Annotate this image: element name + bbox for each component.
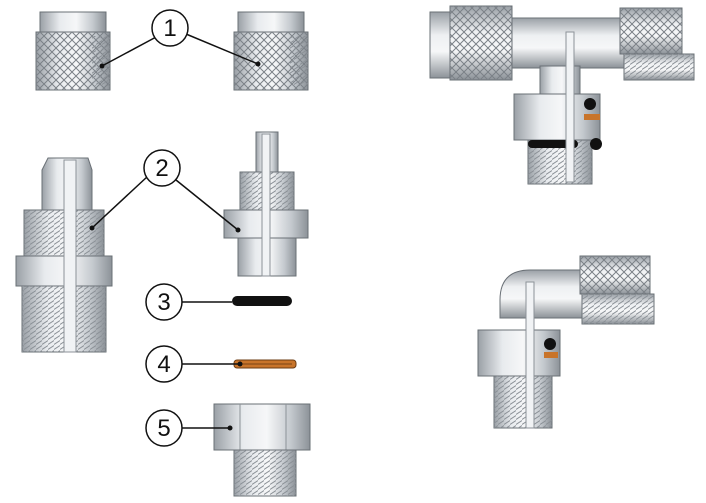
callout-number-1: 1 [163,15,176,42]
washer-icon [233,359,297,369]
callout-5: 5 [145,409,233,447]
fitting-body-large [15,157,113,353]
tee-assembly-icon [429,5,695,185]
o-ring-icon [232,296,292,306]
elbow-assembly-icon [477,255,655,429]
callout-3: 3 [145,283,232,321]
callout-4: 4 [145,345,243,383]
fitting-body-small [223,131,309,277]
callout-number-4: 4 [157,351,170,378]
callout-number-3: 3 [157,289,170,316]
callout-number-2: 2 [155,155,168,182]
knurled-nut-right [233,11,309,91]
knurled-nut-left [35,11,111,91]
callout-1: 1 [99,9,261,69]
callout-number-5: 5 [157,415,170,442]
callout-2: 2 [89,149,241,233]
hex-nut-icon [213,403,311,497]
